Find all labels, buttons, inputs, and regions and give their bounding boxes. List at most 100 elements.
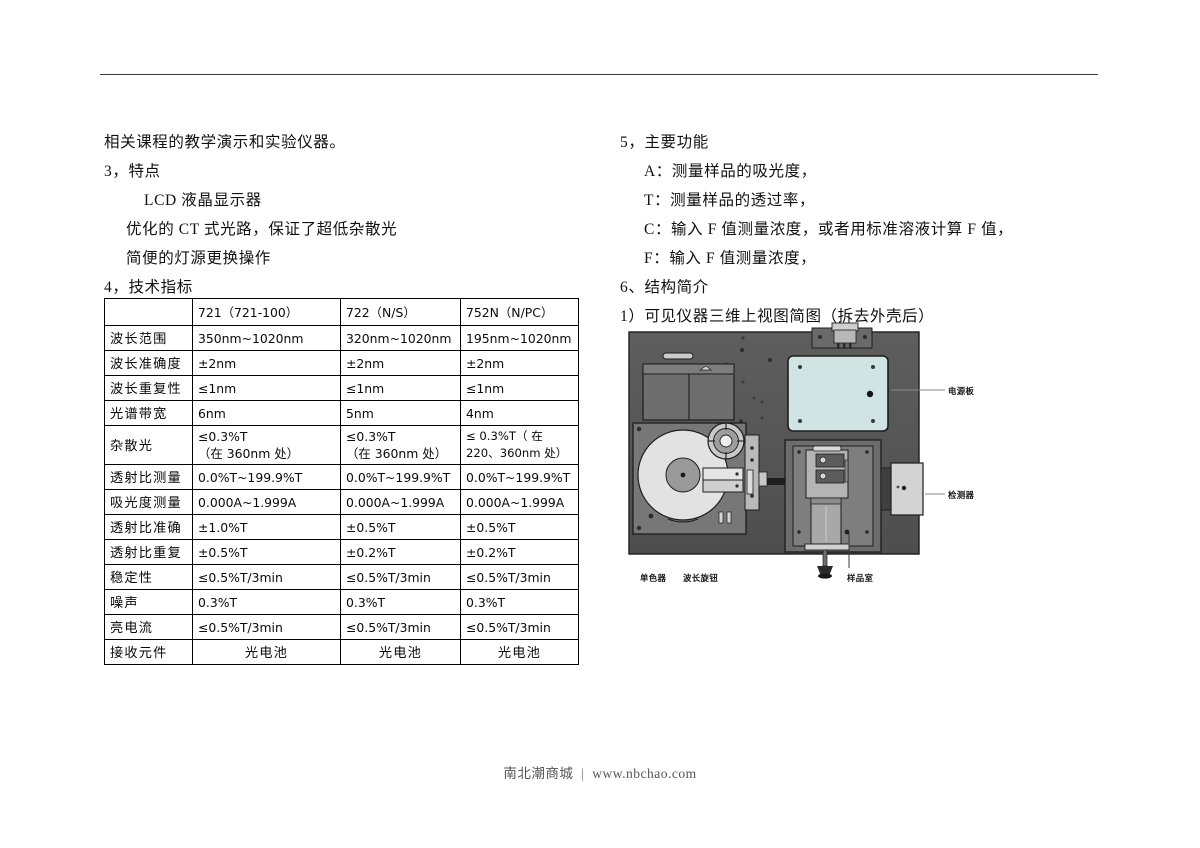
row-label: 吸光度测量 [104,489,193,515]
section-3-item-lamp: 简便的灯源更换操作 [126,250,271,267]
section-3-item-ct-optics: 优化的 CT 式光路，保证了超低杂散光 [126,221,398,238]
row-label: 噪声 [104,589,193,615]
row-label: 稳定性 [104,564,193,590]
cell-value: ≤0.5%T/3min [192,614,341,640]
row-label: 杂散光 [104,425,193,465]
cell-value: 光电池 [340,639,461,665]
cell-value: ≤0.5%T/3min [192,564,341,590]
intro-line: 相关课程的教学演示和实验仪器。 [104,134,346,151]
detector-module [880,462,924,516]
cell-value: ≤0.5%T/3min [460,614,579,640]
section-5-title: 5，主要功能 [620,134,709,151]
row-label: 波长范围 [104,325,193,351]
row-label: 亮电流 [104,614,193,640]
diagram-svg [628,322,945,579]
cell-value: 6nm [192,400,341,426]
optical-rail [744,434,797,511]
label-sample-chamber: 样品室 [847,573,874,583]
table-row: 波长范围 350nm~1020nm 320nm~1020nm 195nm~102… [104,325,579,351]
table-row: 透射比测量 0.0%T~199.9%T 0.0%T~199.9%T 0.0%T~… [104,464,579,490]
sample-chamber [784,439,882,553]
cell-value: ±2nm [340,350,461,376]
cell-value: 195nm~1020nm [460,325,579,351]
table-row: 杂散光 ≤0.3%T（在 360nm 处） ≤0.3%T（在 360nm 处） … [104,425,579,465]
callout-leader-lines [848,389,945,568]
cell-value: ≤0.5%T/3min [340,564,461,590]
cell-value: ≤0.3%T（在 360nm 处） [340,425,461,465]
table-row: 吸光度测量 0.000A~1.999A 0.000A~1.999A 0.000A… [104,489,579,515]
cell-value: ±0.5%T [192,539,341,565]
table-row: 光谱带宽 6nm 5nm 4nm [104,400,579,426]
section-4-title: 4，技术指标 [104,279,193,296]
table-row: 亮电流 ≤0.5%T/3min ≤0.5%T/3min ≤0.5%T/3min [104,614,579,640]
cell-value: ≤0.5%T/3min [460,564,579,590]
function-item-c: C：输入 F 值测量浓度，或者用标准溶液计算 F 值， [644,221,1014,238]
table-row: 噪声 0.3%T 0.3%T 0.3%T [104,589,579,615]
section-3-title: 3，特点 [104,163,161,180]
cell-value: 0.000A~1.999A [340,489,461,515]
cell-value: 光电池 [460,639,579,665]
row-label: 透射比重复 [104,539,193,565]
cell-value: ±0.2%T [460,539,579,565]
section-6-subtitle: 1）可见仪器三维上视图简图（拆去外壳后） [620,308,935,325]
table-header-row: 721（721-100） 722（N/S） 752N（N/PC） [104,298,579,326]
cell-value: 320nm~1020nm [340,325,461,351]
function-item-f: F：输入 F 值测量浓度， [644,250,817,267]
cell-value: 0.3%T [340,589,461,615]
right-column: 5，主要功能 A：测量样品的吸光度， T：测量样品的透过率， C：输入 F 值测… [620,128,1090,331]
power-board-panel [787,355,889,432]
cell-value: ≤0.3%T（在 360nm 处） [192,425,341,465]
cell-value: ≤1nm [340,375,461,401]
table-header-752n: 752N（N/PC） [460,298,579,326]
table-row: 波长准确度 ±2nm ±2nm ±2nm [104,350,579,376]
table-header-722: 722（N/S） [340,298,461,326]
cell-value: ≤1nm [192,375,341,401]
footer-url: www.nbchao.com [592,766,697,781]
left-column: 相关课程的教学演示和实验仪器。 3，特点 LCD 液晶显示器 优化的 CT 式光… [104,128,584,302]
cell-value: ±2nm [460,350,579,376]
cell-value: 0.0%T~199.9%T [192,464,341,490]
function-item-t: T：测量样品的透过率， [644,192,816,209]
cell-value: 4nm [460,400,579,426]
cell-value: 350nm~1020nm [192,325,341,351]
row-label: 透射比测量 [104,464,193,490]
section-3-item-lcd: LCD 液晶显示器 [144,192,262,209]
table-row: 透射比重复 ±0.5%T ±0.2%T ±0.2%T [104,539,579,565]
label-power-board: 电源板 [948,386,975,396]
cell-value: 5nm [340,400,461,426]
label-monochromator: 单色器 [640,573,667,583]
table-header-721: 721（721-100） [192,298,341,326]
section-6-title: 6、结构简介 [620,279,709,296]
page-footer: 南北潮商城 | www.nbchao.com [0,762,1200,782]
cell-value: 0.000A~1.999A [460,489,579,515]
function-item-a: A：测量样品的吸光度， [644,163,817,180]
cell-value: ±0.5%T [460,514,579,540]
row-label: 光谱带宽 [104,400,193,426]
cell-value: ±1.0%T [192,514,341,540]
table-row: 接收元件 光电池 光电池 光电池 [104,639,579,665]
cell-value: ±0.5%T [340,514,461,540]
cell-value: 0.0%T~199.9%T [340,464,461,490]
cell-value: 0.3%T [460,589,579,615]
wavelength-knob [707,422,745,460]
cell-value: ±0.2%T [340,539,461,565]
cell-value: ±2nm [192,350,341,376]
cell-value: 0.0%T~199.9%T [460,464,579,490]
row-label: 波长重复性 [104,375,193,401]
sample-pull-rod [817,549,833,579]
cell-value: 光电池 [192,639,341,665]
cell-value: ≤0.5%T/3min [340,614,461,640]
row-label: 接收元件 [104,639,193,665]
table-header-blank [104,298,193,326]
label-wavelength-knob: 波长旋钮 [683,573,719,583]
table-row: 稳定性 ≤0.5%T/3min ≤0.5%T/3min ≤0.5%T/3min [104,564,579,590]
cell-value: ≤1nm [460,375,579,401]
rear-connector-block [811,322,873,349]
cell-value: 0.3%T [192,589,341,615]
footer-site-name: 南北潮商城 [503,766,574,781]
label-detector: 检测器 [948,490,975,500]
row-label: 透射比准确 [104,514,193,540]
specifications-table: 721（721-100） 722（N/S） 752N（N/PC） 波长范围 35… [104,298,579,665]
